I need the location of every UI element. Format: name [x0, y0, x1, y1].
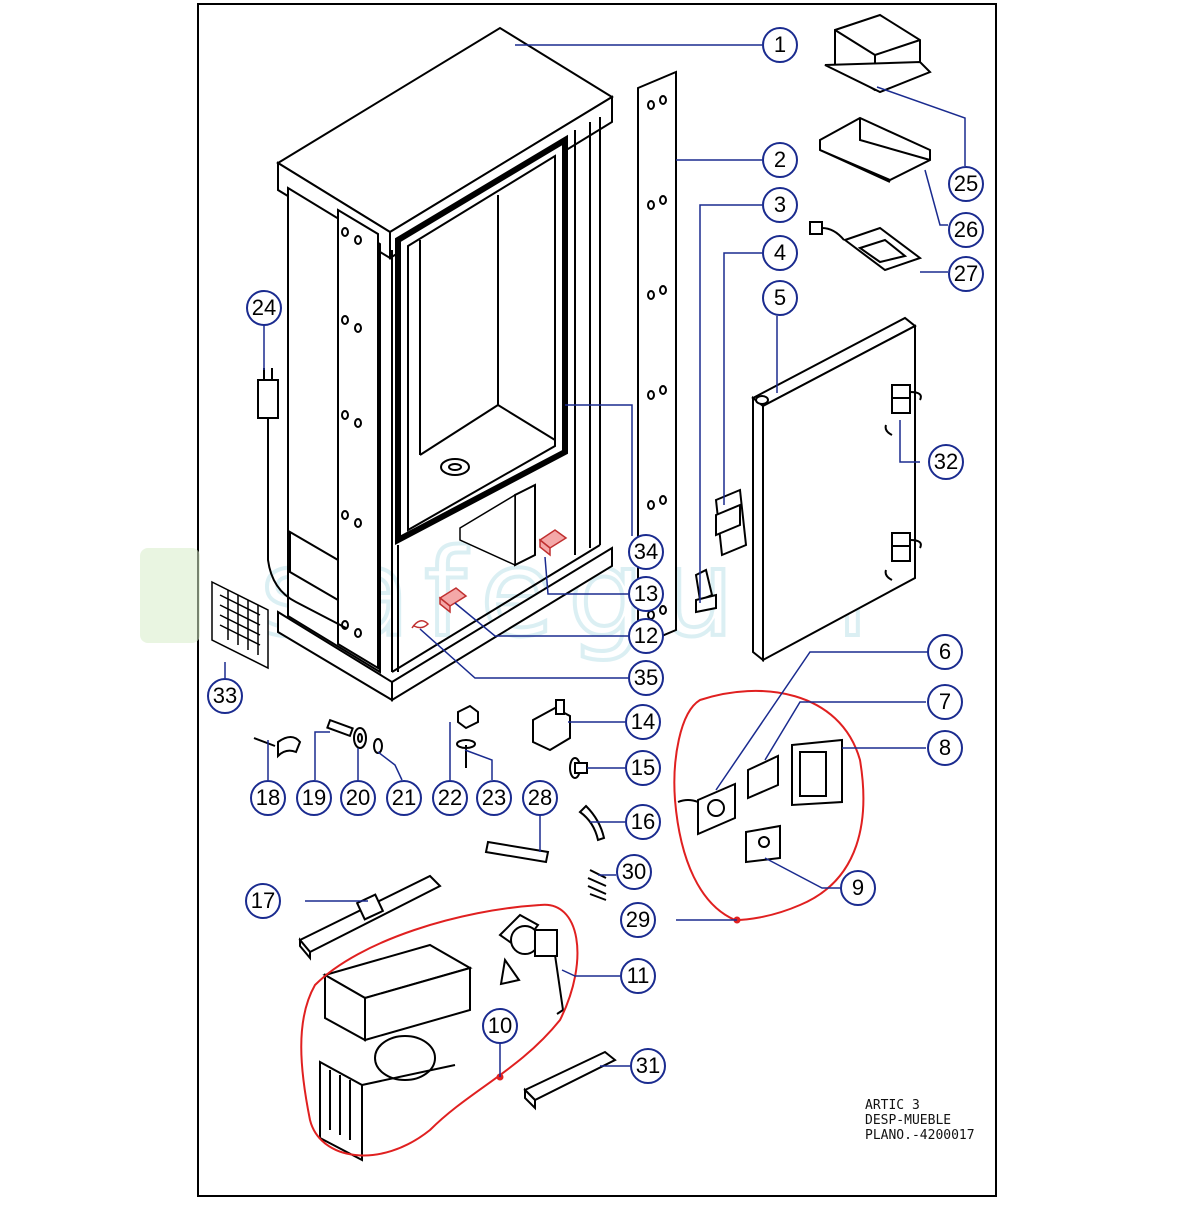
callout-4[interactable]: 4 [762, 235, 798, 271]
callout-27[interactable]: 27 [948, 256, 984, 292]
side-strip-part-2 [637, 70, 677, 648]
callout-28[interactable]: 28 [522, 780, 558, 816]
grille-part-33 [211, 580, 269, 670]
callout-2[interactable]: 2 [762, 142, 798, 178]
callout-21[interactable]: 21 [386, 780, 422, 816]
callout-30[interactable]: 30 [616, 854, 652, 890]
callout-32[interactable]: 32 [928, 444, 964, 480]
callout-33[interactable]: 33 [207, 678, 243, 714]
callout-6[interactable]: 6 [927, 634, 963, 670]
fan-motor-part-11 [498, 913, 565, 1015]
callout-34[interactable]: 34 [628, 534, 664, 570]
group-outline-10 [300, 903, 579, 1157]
callout-3[interactable]: 3 [762, 187, 798, 223]
callout-29[interactable]: 29 [620, 902, 656, 938]
callout-25[interactable]: 25 [948, 166, 984, 202]
electrical-parts [677, 738, 843, 864]
door-part-5 [751, 316, 922, 663]
callout-31[interactable]: 31 [630, 1048, 666, 1084]
callout-8[interactable]: 8 [927, 730, 963, 766]
callout-5[interactable]: 5 [762, 280, 798, 316]
title-line-drawing-number: PLANO.-4200017 [865, 1128, 975, 1143]
compressor-unit-part-10 [319, 943, 473, 1162]
callout-20[interactable]: 20 [340, 780, 376, 816]
power-cord-part-24 [257, 368, 347, 629]
callout-13[interactable]: 13 [628, 576, 664, 612]
callout-16[interactable]: 16 [625, 804, 661, 840]
callout-15[interactable]: 15 [625, 750, 661, 786]
crossflow-fan-part-17 [298, 874, 442, 961]
callout-9[interactable]: 9 [840, 870, 876, 906]
small-parts [253, 699, 607, 901]
bracket-part-31 [523, 1050, 617, 1111]
highlighted-parts [411, 529, 568, 629]
cabinet-body [276, 26, 614, 702]
title-line-model: ARTIC 3 [865, 1098, 920, 1113]
callout-7[interactable]: 7 [927, 684, 963, 720]
leader-lines [224, 44, 966, 1077]
callout-14[interactable]: 14 [625, 704, 661, 740]
callout-1[interactable]: 1 [762, 27, 798, 63]
group-outline-29 [673, 689, 865, 922]
callout-18[interactable]: 18 [250, 780, 286, 816]
callout-22[interactable]: 22 [432, 780, 468, 816]
callout-24[interactable]: 24 [246, 290, 282, 326]
callout-11[interactable]: 11 [620, 958, 656, 994]
top-parts-25-26-27 [809, 13, 932, 272]
callout-17[interactable]: 17 [245, 883, 281, 919]
title-line-description: DESP-MUEBLE [865, 1113, 952, 1128]
callout-26[interactable]: 26 [948, 212, 984, 248]
callout-19[interactable]: 19 [296, 780, 332, 816]
callout-23[interactable]: 23 [476, 780, 512, 816]
title-block: ARTIC 3 DESP-MUEBLE PLANO.-4200017 [865, 1098, 975, 1143]
callout-35[interactable]: 35 [628, 660, 664, 696]
callout-12[interactable]: 12 [628, 618, 664, 654]
callout-10[interactable]: 10 [482, 1008, 518, 1044]
